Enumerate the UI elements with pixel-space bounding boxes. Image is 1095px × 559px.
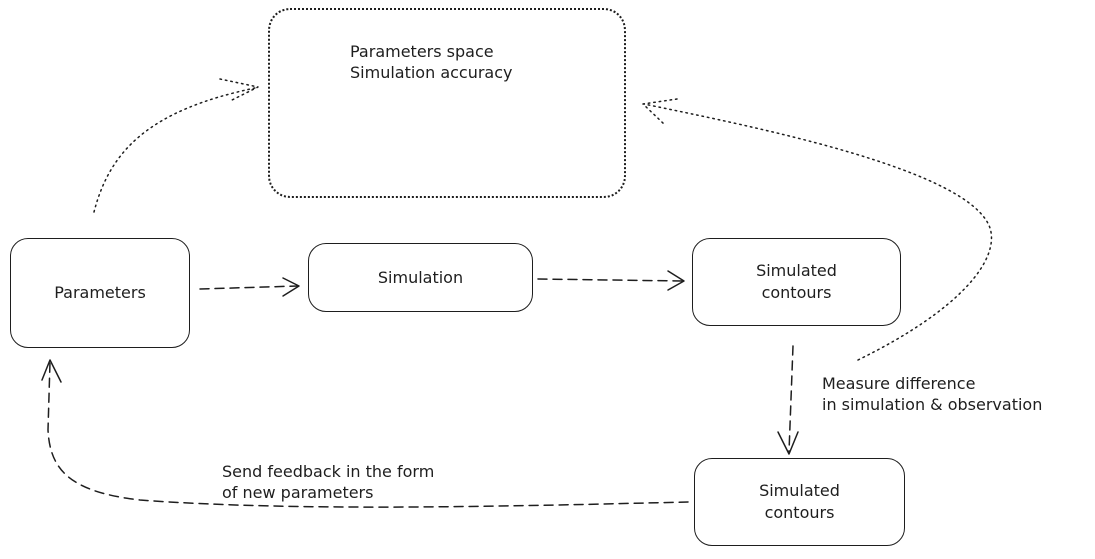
simulation-node: Simulation xyxy=(308,243,533,312)
parameter-space-line1: Parameters space xyxy=(350,42,494,61)
feedback-annotation: Send feedback in the form of new paramet… xyxy=(222,462,434,504)
arrowhead-feedback-loop xyxy=(41,359,62,383)
arrowhead-contours-down xyxy=(777,431,799,455)
arrow-simulation-to-contours xyxy=(537,278,683,282)
measure-line2: in simulation & observation xyxy=(822,394,1043,414)
parameter-space-label: Parameters space Simulation accuracy xyxy=(350,42,513,84)
arrowhead-measure-to-space xyxy=(642,98,678,125)
parameter-space-box xyxy=(268,8,626,198)
simulated-contours-top-line1: Simulated xyxy=(756,261,837,281)
measure-annotation: Measure difference in simulation & obser… xyxy=(822,374,1042,416)
parameter-space-line2: Simulation accuracy xyxy=(350,62,513,82)
arrow-parameters-to-simulation xyxy=(199,285,299,290)
arrow-contours-down xyxy=(788,345,794,453)
arrow-measure-to-space xyxy=(643,103,993,361)
simulated-contours-bottom-line2: contours xyxy=(764,503,835,522)
simulated-contours-top-line2: contours xyxy=(761,283,832,302)
parameters-node: Parameters xyxy=(10,238,190,348)
feedback-line1: Send feedback in the form xyxy=(222,462,435,481)
feedback-line2: of new parameters xyxy=(222,482,374,502)
arrow-parameters-to-space xyxy=(93,87,256,213)
arrowhead-parameters-to-simulation xyxy=(282,277,300,297)
arrowhead-parameters-to-space xyxy=(219,78,259,102)
measure-line1: Measure difference xyxy=(822,374,976,393)
parameters-label: Parameters xyxy=(54,283,146,303)
arrowhead-simulation-to-contours xyxy=(667,270,685,291)
simulated-contours-top-node: Simulated contours xyxy=(692,238,901,326)
arrow-feedback-loop xyxy=(47,361,689,508)
simulation-label: Simulation xyxy=(377,267,464,287)
simulated-contours-bottom-node: Simulated contours xyxy=(694,458,905,546)
simulated-contours-bottom-line1: Simulated xyxy=(759,481,840,501)
